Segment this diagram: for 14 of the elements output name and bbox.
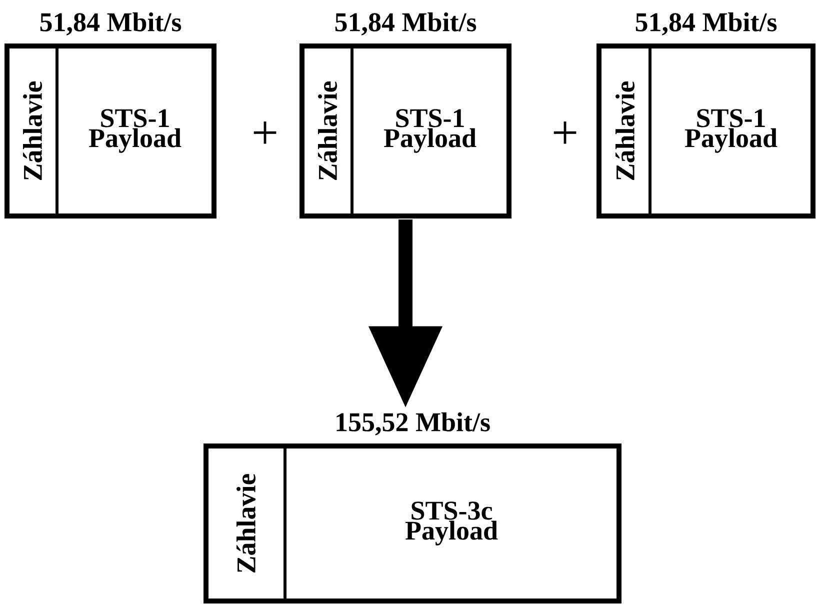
rate-label: 51,84 Mbit/s xyxy=(335,12,476,36)
rate-label: 155,52 Mbit/s xyxy=(336,412,490,436)
header-box: Záhlavie xyxy=(302,46,354,216)
header-box: Záhlavie xyxy=(206,446,286,602)
plus-sign: + xyxy=(554,121,576,144)
payload-box: STS-1 Payload xyxy=(56,46,214,216)
payload-box: STS-3c Payload xyxy=(284,446,620,602)
rate-label: 51,84 Mbit/s xyxy=(636,12,777,36)
header-box: Záhlavie xyxy=(6,46,58,216)
rate-label: 51,84 Mbit/s xyxy=(40,12,182,36)
header-box: Záhlavie xyxy=(598,46,652,216)
payload-box: STS-1 Payload xyxy=(350,46,510,216)
payload-box: STS-1 Payload xyxy=(648,46,814,216)
plus-sign: + xyxy=(254,121,276,144)
